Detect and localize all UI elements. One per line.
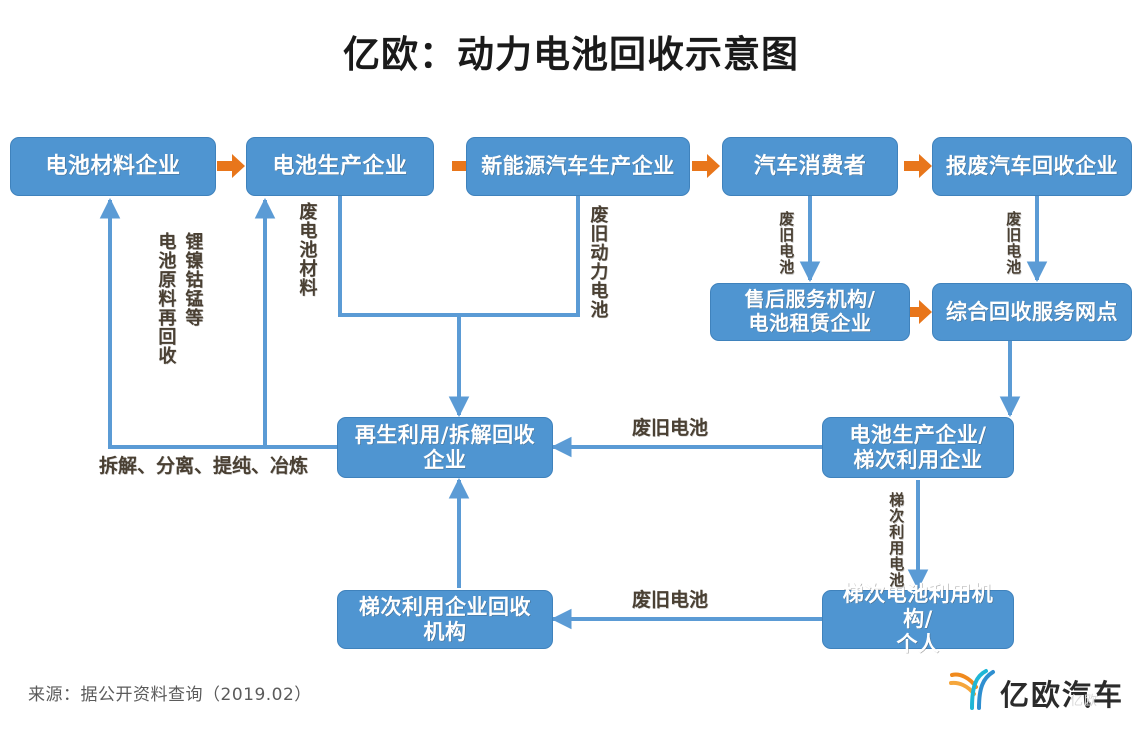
node-maker-cascade[interactable]: 电池生产企业/ 梯次利用企业 <box>822 417 1014 478</box>
label-waste-battery-scrap: 废旧电池 <box>1004 211 1023 275</box>
node-aftersales[interactable]: 售后服务机构/ 电池租赁企业 <box>710 283 910 341</box>
label-lithium-recycle-col1: 锂镍钴锰等 <box>182 232 204 327</box>
label-waste-battery-consumer: 废旧电池 <box>777 211 796 275</box>
node-scrap-recycler[interactable]: 报废汽车回收企业 <box>932 137 1132 196</box>
source-note: 来源：据公开资料查询（2019.02） <box>28 685 312 705</box>
node-cascade-recovery[interactable]: 梯次利用企业回收 机构 <box>337 590 553 649</box>
orange-arrow-consumer-to-scrap <box>904 154 932 178</box>
node-regeneration[interactable]: 再生利用/拆解回收 企业 <box>337 417 553 478</box>
orange-arrow-nev-to-consumer <box>692 154 720 178</box>
label-waste-battery-mid: 废旧电池 <box>632 417 709 439</box>
yiou-logo-icon <box>949 669 995 710</box>
orange-arrow-material-to-maker <box>217 154 245 178</box>
label-process-chain: 拆解、分离、提纯、冶炼 <box>99 455 309 477</box>
page-title: 亿欧：动力电池回收示意图 <box>343 33 799 76</box>
label-lithium-recycle-col2: 电池原料再回收 <box>155 232 177 365</box>
edge-merge-bar <box>338 196 580 317</box>
label-waste-battery-material: 废电池材料 <box>296 202 318 297</box>
node-car-consumer[interactable]: 汽车消费者 <box>722 137 898 196</box>
brand-watermark: 亿欧 <box>1070 694 1099 709</box>
label-cascade-battery: 梯次利用电池 <box>887 492 906 588</box>
brand-name: 亿欧汽车 <box>1000 678 1125 712</box>
node-recycle-network[interactable]: 综合回收服务网点 <box>932 283 1132 341</box>
node-nev-maker[interactable]: 新能源汽车生产企业 <box>466 137 690 196</box>
node-battery-maker[interactable]: 电池生产企业 <box>246 137 434 196</box>
edge-regeneration-to-material <box>99 197 337 449</box>
orange-arrow-aftersales-to-network <box>904 300 932 324</box>
label-waste-battery-bottom: 废旧电池 <box>632 589 709 611</box>
node-cascade-user[interactable]: 梯次电池利用机构/ 个人 <box>822 582 1014 656</box>
node-battery-material[interactable]: 电池材料企业 <box>10 137 216 196</box>
label-waste-power-battery: 废旧动力电池 <box>587 205 609 319</box>
